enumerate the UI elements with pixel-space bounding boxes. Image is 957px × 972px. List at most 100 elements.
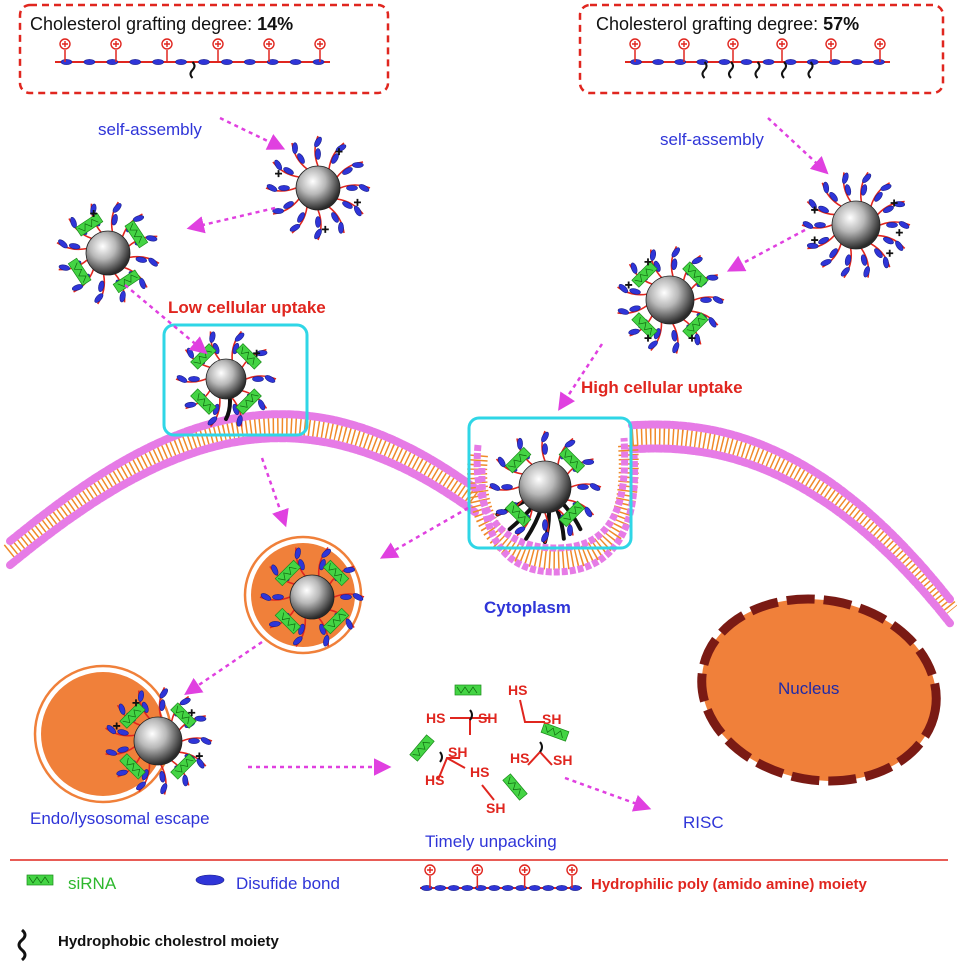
timely-unpacking-label: Timely unpacking: [425, 832, 557, 851]
disulfide-bond-icon: [447, 885, 460, 891]
legend-hydrophobic-label: Hydrophobic cholestrol moiety: [58, 933, 279, 950]
disulfide-bond-icon: [266, 184, 278, 192]
disulfide-bond-icon: [116, 769, 128, 776]
disulfide-bond-icon: [321, 548, 331, 558]
grafting-label-left: Cholesterol grafting degree: 14%: [30, 14, 294, 34]
disulfide-bond-icon: [148, 257, 158, 267]
core-sphere-icon: [295, 165, 341, 211]
disulfide-legend-icon: [195, 874, 225, 886]
plus-charge-icon: [321, 225, 329, 233]
disulfide-bond-icon: [886, 222, 898, 228]
disulfide-bond-icon: [176, 375, 188, 383]
plus-charge-icon: [811, 206, 819, 214]
disulfide-bond-icon: [94, 293, 104, 303]
disulfide-bond-icon: [762, 59, 775, 65]
nanoparticle: [617, 246, 725, 354]
disulfide-bond-icon: [184, 401, 197, 408]
disulfide-bond-icon: [461, 885, 474, 891]
disulfide-bond-icon: [629, 288, 641, 295]
disulfide-bond-icon: [175, 59, 187, 65]
disulfide-bond-icon: [195, 874, 225, 886]
disulfide-bond-icon: [289, 223, 301, 232]
self-assembly-label-left: self-assembly: [98, 120, 202, 139]
grafting-box-right: [578, 3, 945, 95]
disulfide-bond-icon: [106, 59, 119, 65]
disulfide-bond-icon: [198, 59, 210, 65]
disulfide-bond-icon: [818, 236, 829, 245]
plus-charge-icon: [90, 210, 98, 218]
disulfide-bond-icon: [272, 594, 284, 600]
disulfide-bond-icon: [718, 59, 731, 65]
nanoparticle: [488, 430, 602, 544]
self-assembly-label-right: self-assembly: [660, 130, 764, 149]
disulfide-bond-icon: [542, 519, 548, 531]
disulfide-bond-icon: [541, 531, 549, 543]
plus-charge-icon: [895, 229, 903, 237]
disulfide-bond-icon: [517, 437, 523, 450]
cholesterol-tail-icon: [189, 61, 196, 79]
hydrophilic-legend-icon: [420, 864, 582, 891]
thiol-label: HS: [425, 772, 445, 788]
disulfide-bond-icon: [628, 328, 640, 335]
sirna-icon: [112, 269, 141, 294]
disulfide-bond-icon: [292, 142, 298, 154]
plus-charge-icon: [811, 236, 819, 244]
disulfide-bond-icon: [671, 247, 680, 258]
plus-charge-icon: [275, 170, 283, 178]
cholesterol-tail-icon: [701, 61, 708, 79]
polymer-chain-left: [55, 38, 330, 79]
disulfide-bond-icon: [338, 222, 344, 234]
low-uptake-label: Low cellular uptake: [168, 298, 326, 317]
disulfide-bond-icon: [862, 173, 872, 183]
disulfide-bond-icon: [700, 297, 712, 303]
thiol-label: SH: [542, 711, 562, 727]
disulfide-bond-icon: [555, 885, 568, 891]
disulfide-bond-icon: [159, 699, 166, 712]
sirna-icon: [409, 734, 435, 762]
disulfide-bond-icon: [129, 59, 142, 65]
endo-escape-label: Endo/lysosomal escape: [30, 809, 210, 828]
disulfide-bond-icon: [314, 136, 322, 148]
disulfide-bond-icon: [358, 184, 370, 192]
thiol-label: SH: [553, 752, 573, 768]
disulfide-bond-icon: [860, 254, 868, 266]
disulfide-bond-icon: [118, 703, 126, 715]
disulfide-bond-icon: [283, 167, 294, 175]
disulfide-bond-icon: [489, 483, 501, 491]
plus-charge-icon: [886, 249, 894, 257]
plus-charge-icon: [195, 752, 203, 760]
core-sphere-icon: [518, 460, 572, 514]
sirna-icon: [502, 773, 528, 801]
sirna-icon: [124, 220, 149, 249]
disulfide-bond-icon: [353, 205, 362, 217]
disulfide-bond-icon: [283, 201, 294, 209]
nanoparticle: [801, 171, 911, 279]
polymer-chain-right: [625, 38, 890, 79]
disulfide-bond-icon: [297, 212, 305, 223]
disulfide-bond-icon: [740, 59, 753, 65]
disulfide-bond-icon: [784, 59, 797, 65]
cell-membrane: [3, 410, 957, 628]
risc-label: RISC: [683, 813, 724, 832]
disulfide-bond-icon: [823, 181, 830, 194]
disulfide-bond-icon: [828, 59, 841, 65]
disulfide-bond-icon: [820, 259, 832, 266]
uptake-box-right: [467, 416, 633, 550]
disulfide-bond-icon: [293, 636, 303, 646]
sirna-icon: [67, 257, 92, 286]
disulfide-bond-icon: [542, 443, 548, 455]
disulfide-bond-icon: [874, 191, 883, 202]
disulfide-bond-icon: [860, 184, 868, 196]
disulfide-bond-icon: [706, 274, 719, 281]
disulfide-bond-icon: [874, 248, 883, 259]
disulfide-bond-icon: [842, 172, 849, 184]
thiol-label: SH: [478, 710, 498, 726]
disulfide-bond-icon: [236, 415, 243, 427]
disulfide-bond-icon: [649, 249, 656, 261]
disulfide-bond-icon: [159, 688, 168, 699]
disulfide-bond-icon: [630, 59, 642, 65]
disulfide-bond-icon: [501, 484, 513, 490]
disulfide-bond-icon: [331, 153, 339, 164]
disulfide-bond-icon: [289, 59, 302, 65]
core-sphere-icon: [133, 716, 183, 766]
